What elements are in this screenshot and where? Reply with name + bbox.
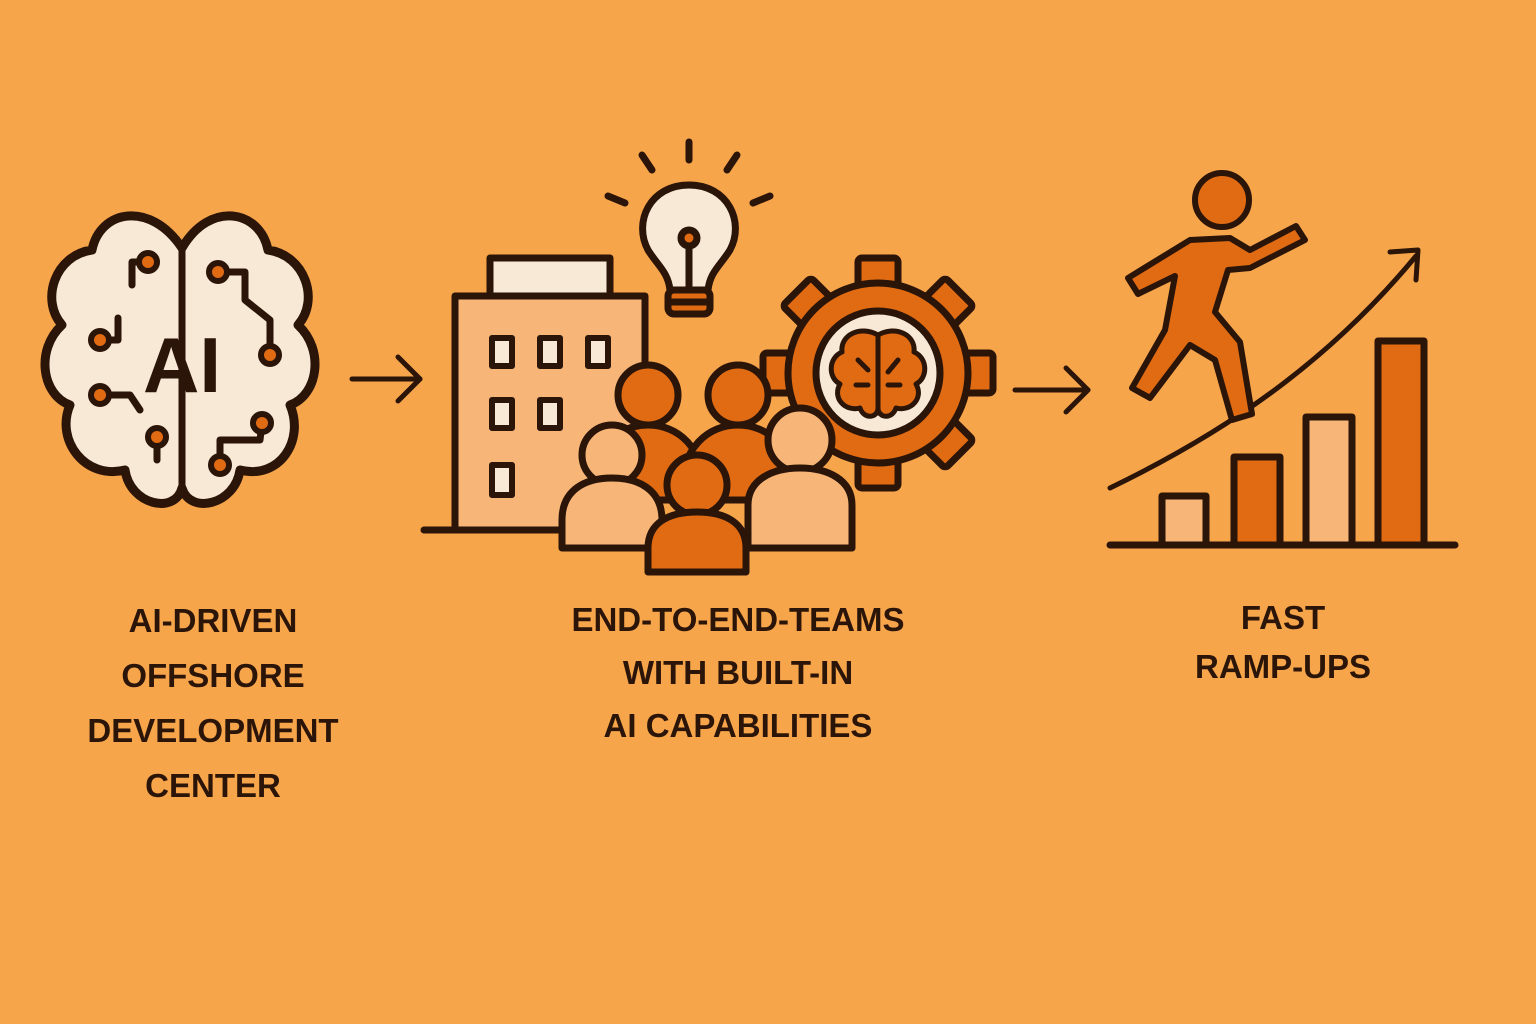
gear-icon <box>759 254 997 492</box>
arrow-right-icon <box>349 354 423 404</box>
team-building-gear-icon <box>420 138 997 576</box>
step-3-caption: FAST RAMP-UPS <box>1133 593 1433 691</box>
caption-line: WITH BUILT-IN <box>622 654 854 691</box>
step-1-caption: AI-DRIVEN OFFSHORE DEVELOPMENT CENTER <box>13 593 413 813</box>
caption-line: DEVELOPMENT <box>87 712 339 749</box>
step-2-caption: END-TO-END-TEAMS WITH BUILT-IN AI CAPABI… <box>488 593 988 752</box>
caption-line: CENTER <box>145 767 281 804</box>
people-group-icon <box>558 361 856 576</box>
caption-line: OFFSHORE <box>121 657 305 694</box>
light-bulb-icon <box>604 138 774 318</box>
caption-line: RAMP-UPS <box>1194 648 1371 685</box>
ai-label: AI <box>143 321 221 409</box>
growth-runner-icon <box>1106 170 1459 549</box>
caption-line: AI-DRIVEN <box>128 602 298 639</box>
ai-brain-icon <box>40 211 320 508</box>
caption-line: END-TO-END-TEAMS <box>571 601 905 638</box>
arrow-right-icon <box>1012 365 1091 415</box>
caption-line: FAST <box>1240 599 1326 636</box>
caption-line: AI CAPABILITIES <box>603 707 873 744</box>
runner-icon <box>1125 170 1308 423</box>
